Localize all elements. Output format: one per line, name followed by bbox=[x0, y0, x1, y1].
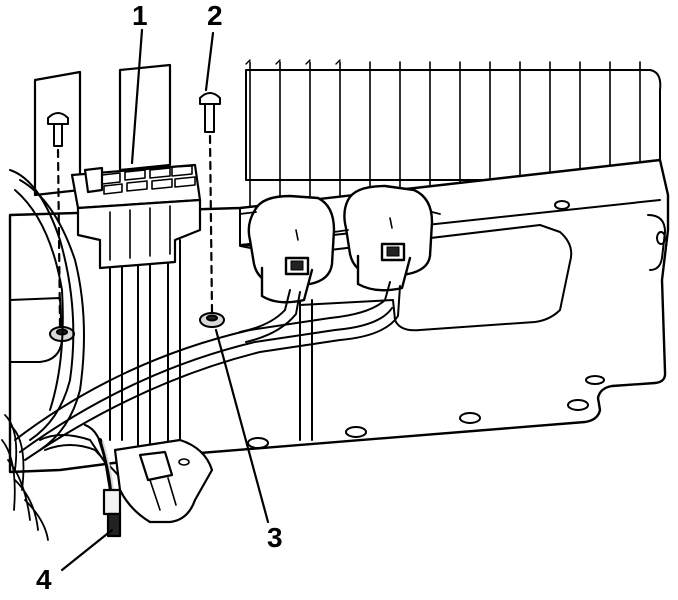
harness-plug bbox=[98, 438, 214, 538]
wire-harness bbox=[1, 169, 401, 541]
callout-3: 3 bbox=[267, 522, 283, 553]
callout-4: 4 bbox=[36, 564, 52, 595]
leader-lines bbox=[60, 28, 270, 572]
clip-connector-right bbox=[333, 184, 441, 292]
screw-left bbox=[47, 112, 69, 147]
callout-2: 2 bbox=[207, 0, 223, 31]
relay-block bbox=[70, 163, 202, 270]
slatted-panel bbox=[245, 59, 662, 216]
screw-right bbox=[199, 92, 221, 133]
alignment-lines bbox=[56, 134, 214, 328]
callout-1: 1 bbox=[132, 0, 148, 31]
nut-right bbox=[199, 312, 225, 328]
